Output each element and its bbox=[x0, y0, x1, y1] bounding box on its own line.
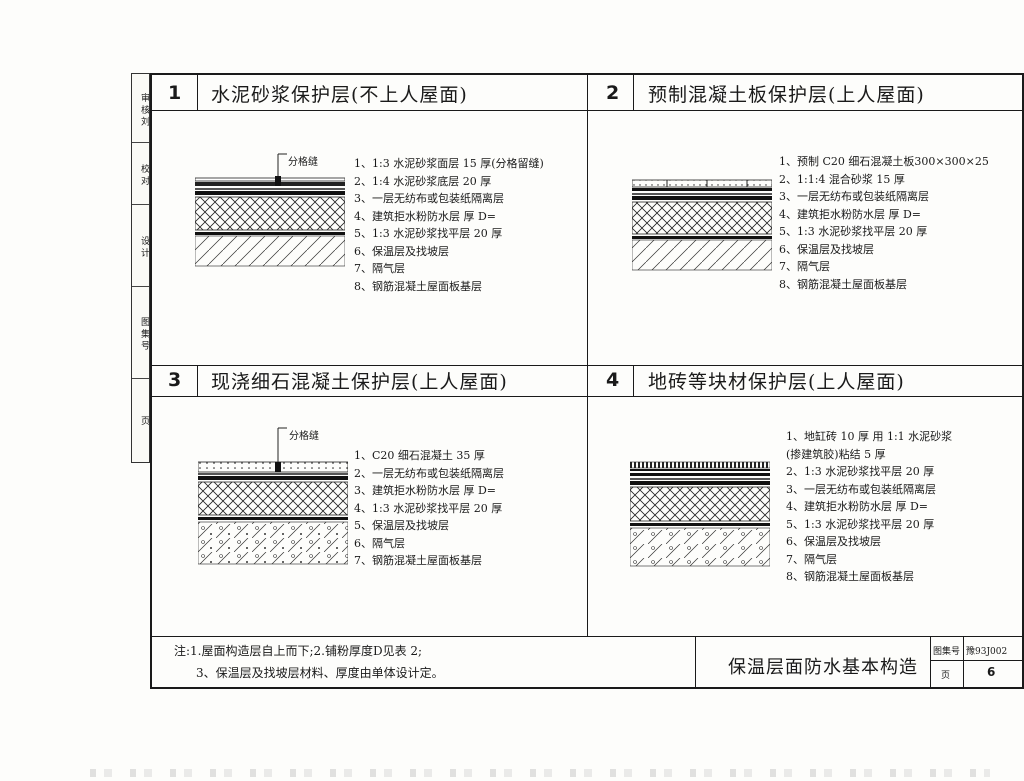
layer-list: 1、地缸砖 10 厚 用 1:1 水泥砂浆 (掺建筑胶)粘结 5 厚 2、1:3… bbox=[786, 428, 952, 586]
panel-number: 2 bbox=[606, 82, 620, 104]
titleblock-divider bbox=[930, 660, 1023, 661]
signoff-cell: 审 核 刘 bbox=[132, 76, 149, 143]
section-detail-drawing bbox=[630, 461, 770, 567]
atlas-number-value: 豫93J002 bbox=[966, 647, 1008, 657]
signoff-cell: 校 对 bbox=[132, 144, 149, 205]
layer-item: 2、一层无纺布或包装纸隔离层 bbox=[354, 466, 504, 480]
notes-divider bbox=[151, 636, 1023, 637]
num-divider bbox=[633, 366, 634, 396]
layer-item: 2、1:4 水泥砂浆底层 20 厚 bbox=[354, 174, 492, 188]
layer-item: 3、一层无纺布或包装纸隔离层 bbox=[354, 192, 504, 205]
layer-item: 6、保温层及找坡层 bbox=[786, 535, 881, 548]
layer-item: 1、预制 C20 细石混凝土板300×300×25 bbox=[779, 155, 989, 168]
layer-item: 6、保温层及找坡层 bbox=[779, 242, 874, 256]
section-detail-drawing bbox=[195, 153, 345, 267]
layer-item: 8、钢筋混凝土屋面板基层 bbox=[786, 570, 914, 583]
num-divider bbox=[197, 366, 198, 396]
note-line: 3、保温层及找坡层材料、厚度由单体设计定。 bbox=[196, 666, 444, 680]
layer-item: 4、1:3 水泥砂浆找平层 20 厚 bbox=[354, 501, 503, 515]
panel-title: 水泥砂浆保护层(不上人屋面) bbox=[211, 84, 468, 106]
layer-item: 7、隔气层 bbox=[786, 552, 837, 566]
layer-item: 3、建筑拒水粉防水层 厚 D= bbox=[354, 484, 497, 497]
layer-item: 1、C20 细石混凝土 35 厚 bbox=[354, 449, 485, 462]
layer-item: 6、隔气层 bbox=[354, 536, 405, 550]
titleblock-divider bbox=[963, 636, 964, 688]
panel-title: 现浇细石混凝土保护层(上人屋面) bbox=[211, 371, 508, 393]
panel-title: 地砖等块材保护层(上人屋面) bbox=[648, 371, 905, 393]
layer-item: (掺建筑胶)粘结 5 厚 bbox=[786, 447, 886, 461]
layer-item: 6、保温层及找坡层 bbox=[354, 244, 449, 258]
header-divider-bottom bbox=[151, 396, 1023, 397]
layer-item: 3、一层无纺布或包装纸隔离层 bbox=[786, 482, 936, 496]
panel-title: 预制混凝土板保护层(上人屋面) bbox=[648, 84, 925, 106]
layer-item: 8、钢筋混凝土屋面板基层 bbox=[354, 279, 482, 293]
layer-item: 8、钢筋混凝土屋面板基层 bbox=[779, 277, 907, 291]
signoff-strip: 审 核 刘 校 对 设 计 图 集 号 页 bbox=[131, 73, 150, 463]
layer-list: 1、C20 细石混凝土 35 厚 2、一层无纺布或包装纸隔离层 3、建筑拒水粉防… bbox=[354, 447, 504, 570]
panel-number: 1 bbox=[168, 82, 182, 104]
layer-item: 4、建筑拒水粉防水层 厚 D= bbox=[779, 207, 922, 221]
callout-label: 分格缝 bbox=[289, 431, 319, 442]
signoff-cell: 页 bbox=[139, 415, 149, 425]
atlas-number-label: 图集号 bbox=[933, 647, 961, 657]
header-divider-top bbox=[151, 110, 1023, 111]
titleblock-divider bbox=[695, 636, 696, 688]
panel-divider-horizontal bbox=[151, 365, 1023, 366]
layer-item: 4、建筑拒水粉防水层 厚 D= bbox=[786, 500, 929, 513]
layer-item: 1、地缸砖 10 厚 用 1:1 水泥砂浆 bbox=[786, 430, 953, 443]
layer-list: 1、预制 C20 细石混凝土板300×300×25 2、1:1:4 混合砂浆 1… bbox=[779, 153, 989, 293]
layer-item: 5、1:3 水泥砂浆找平层 20 厚 bbox=[354, 227, 503, 240]
signoff-cell: 图 集 号 bbox=[132, 288, 149, 379]
layer-item: 1、1:3 水泥砂浆面层 15 厚(分格留缝) bbox=[354, 157, 544, 170]
layer-item: 5、1:3 水泥砂浆找平层 20 厚 bbox=[779, 225, 928, 238]
layer-item: 3、一层无纺布或包装纸隔离层 bbox=[779, 190, 929, 203]
panel-divider-vertical bbox=[587, 74, 588, 636]
layer-list: 1、1:3 水泥砂浆面层 15 厚(分格留缝) 2、1:4 水泥砂浆底层 20 … bbox=[354, 155, 544, 295]
layer-item: 5、保温层及找坡层 bbox=[354, 519, 449, 532]
layer-item: 5、1:3 水泥砂浆找平层 20 厚 bbox=[786, 517, 935, 531]
drawing-title: 保温层面防水基本构造 bbox=[728, 657, 918, 678]
layer-item: 7、钢筋混凝土屋面板基层 bbox=[354, 554, 482, 567]
titleblock-divider bbox=[930, 636, 931, 688]
panel-number: 4 bbox=[606, 369, 620, 391]
page-number: 6 bbox=[987, 665, 996, 679]
num-divider bbox=[197, 74, 198, 110]
layer-item: 4、建筑拒水粉防水层 厚 D= bbox=[354, 209, 497, 223]
section-detail-drawing bbox=[632, 179, 772, 271]
section-detail-drawing bbox=[198, 427, 348, 565]
num-divider bbox=[633, 74, 634, 110]
page-label: 页 bbox=[941, 671, 951, 681]
layer-item: 2、1:3 水泥砂浆找平层 20 厚 bbox=[786, 465, 935, 478]
layer-item: 2、1:1:4 混合砂浆 15 厚 bbox=[779, 172, 905, 186]
layer-item: 7、隔气层 bbox=[354, 262, 405, 275]
scan-artifact bbox=[90, 769, 990, 777]
callout-label: 分格缝 bbox=[288, 157, 318, 168]
note-line: 注:1.屋面构造层自上而下;2.铺粉厚度D见表 2; bbox=[174, 644, 423, 658]
panel-number: 3 bbox=[168, 369, 182, 391]
layer-item: 7、隔气层 bbox=[779, 260, 830, 273]
signoff-cell: 设 计 bbox=[132, 206, 149, 287]
